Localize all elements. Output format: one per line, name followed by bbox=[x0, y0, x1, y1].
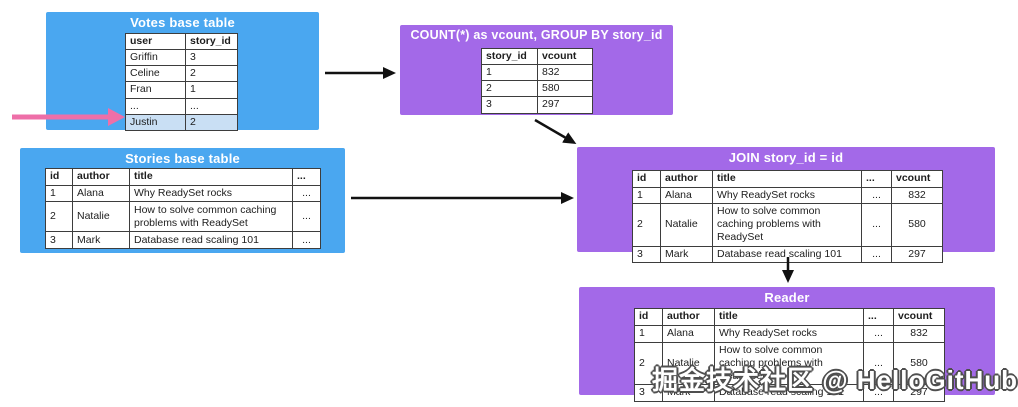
column-header: author bbox=[662, 308, 715, 326]
count-table: story_id vcount 1 832 2 580 3 297 bbox=[481, 47, 593, 114]
reader-box-title: Reader bbox=[764, 290, 810, 305]
table-row: 2 Natalie How to solve common caching pr… bbox=[632, 203, 943, 247]
stories-base-table-box: Stories base table id author title ... 1… bbox=[20, 148, 345, 253]
table-row: 2 Natalie How to solve common caching pr… bbox=[45, 201, 321, 233]
column-header: id bbox=[634, 308, 663, 326]
watermark: 掘金技术社区 @ HelloGitHub bbox=[652, 365, 1018, 395]
table-row: Celine 2 bbox=[125, 65, 238, 83]
table-row: 3 297 bbox=[481, 96, 593, 114]
table-row: 1 Alana Why ReadySet rocks ... bbox=[45, 184, 321, 203]
table-row: 2 580 bbox=[481, 80, 593, 98]
column-header: id bbox=[632, 170, 661, 188]
table-row-highlighted: Justin 2 bbox=[125, 113, 238, 131]
table-row: 1 832 bbox=[481, 64, 593, 82]
stories-table-title: Stories base table bbox=[125, 151, 240, 166]
table-row: 2 Natalie How to solve common caching pr… bbox=[634, 341, 945, 386]
column-header: vcount bbox=[891, 170, 943, 188]
reader-box: Reader id author title ... vcount 1 Alan… bbox=[579, 287, 995, 402]
column-header: story_id bbox=[481, 47, 538, 66]
column-header: title bbox=[714, 308, 864, 326]
stories-table: id author title ... 1 Alana Why ReadySet… bbox=[45, 168, 321, 250]
column-header: ... bbox=[863, 308, 894, 326]
votes-table-title: Votes base table bbox=[130, 15, 235, 30]
join-table: id author title ... vcount 1 Alana Why R… bbox=[632, 170, 943, 263]
table-row: 3 Mark Database read scaling 101 ... bbox=[45, 231, 321, 250]
count-box-title: COUNT(*) as vcount, GROUP BY story_id bbox=[410, 28, 663, 42]
table-row: 1 Alana Why ReadySet rocks ... 832 bbox=[634, 325, 945, 343]
votes-table: user story_id Griffin 3 Celine 2 Fran 1 … bbox=[125, 32, 238, 131]
column-header: author bbox=[72, 168, 130, 186]
table-header-row: id author title ... bbox=[45, 168, 321, 186]
table-row: 3 Mark Database read scaling 101 ... 297 bbox=[634, 384, 945, 402]
join-box: JOIN story_id = id id author title ... v… bbox=[577, 147, 995, 263]
table-header-row: id author title ... vcount bbox=[634, 308, 945, 326]
table-row: Fran 1 bbox=[125, 81, 238, 99]
column-header: ... bbox=[861, 170, 892, 188]
column-header: vcount bbox=[537, 47, 593, 66]
column-header: story_id bbox=[185, 32, 238, 51]
reader-table: id author title ... vcount 1 Alana Why R… bbox=[634, 308, 945, 402]
table-row: Griffin 3 bbox=[125, 49, 238, 67]
column-header: user bbox=[125, 32, 186, 51]
table-row: 3 Mark Database read scaling 101 ... 297 bbox=[632, 245, 943, 263]
arrow-count-to-join bbox=[534, 118, 577, 145]
table-header-row: story_id vcount bbox=[481, 47, 593, 66]
column-header: title bbox=[129, 168, 293, 186]
column-header: title bbox=[712, 170, 862, 188]
table-row: 1 Alana Why ReadySet rocks ... 832 bbox=[632, 186, 943, 205]
table-header-row: user story_id bbox=[125, 32, 238, 51]
column-header: ... bbox=[292, 168, 321, 186]
count-group-by-box: COUNT(*) as vcount, GROUP BY story_id st… bbox=[400, 25, 673, 115]
column-header: author bbox=[660, 170, 713, 188]
votes-base-table-box: Votes base table user story_id Griffin 3… bbox=[46, 12, 319, 131]
join-box-title: JOIN story_id = id bbox=[728, 150, 844, 165]
table-header-row: id author title ... vcount bbox=[632, 170, 943, 188]
table-row: ... ... bbox=[125, 97, 238, 115]
column-header: id bbox=[45, 168, 73, 186]
column-header: vcount bbox=[893, 308, 945, 326]
